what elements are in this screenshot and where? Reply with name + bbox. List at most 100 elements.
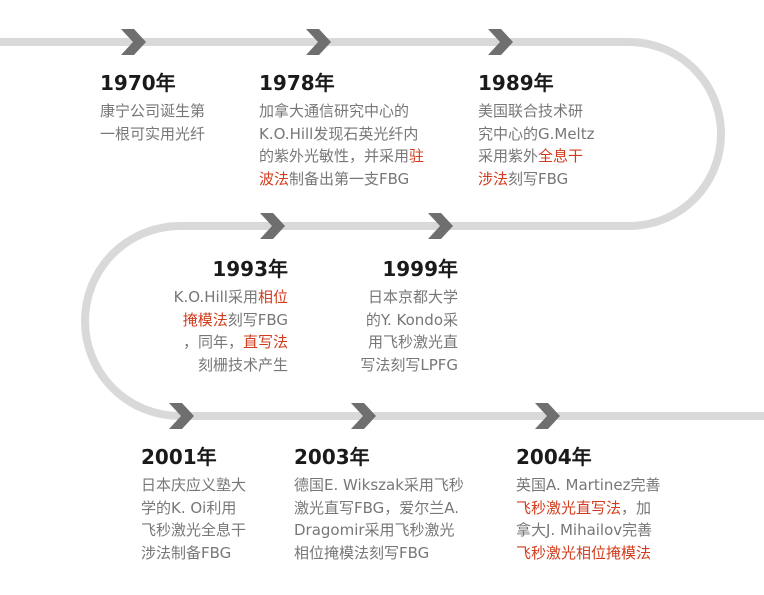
description-text: 相位掩模法刻写FBG (294, 543, 430, 562)
description-line: 拿大J. Mihailov完善 (516, 519, 661, 542)
description-line: 写法刻写LPFG (338, 354, 458, 377)
description-text: 美国联合技术研 (478, 102, 584, 120)
description-line: 掩模法刻写FBG (140, 309, 288, 332)
description-text: ，加 (621, 498, 652, 517)
highlight-text: 飞秒激光直写法 (516, 498, 622, 517)
highlight-text: 直写法 (242, 333, 288, 351)
description-line: ，同年，直写法 (140, 331, 288, 354)
description-line: 涉法刻写FBG (478, 168, 595, 191)
event-1993: 1993年 K.O.Hill采用相位掩模法刻写FBG，同年，直写法刻栅技术产生 (140, 256, 288, 376)
description-text: 写法刻写LPFG (360, 355, 458, 374)
description-text: 加拿大通信研究中心的 (259, 102, 410, 120)
description-line: 的Y. Kondo采 (338, 309, 458, 332)
description-line: 日本庆应义塾大 (141, 474, 246, 497)
event-year: 1993年 (212, 257, 288, 281)
description-line: 究中心的G.Meltz (478, 123, 595, 146)
highlight-text: 波法 (259, 169, 290, 188)
event-description: 日本京都大学的Y. Kondo采用飞秒激光直写法刻写LPFG (338, 286, 458, 376)
description-line: 美国联合技术研 (478, 100, 595, 123)
description-text: 日本京都大学 (367, 288, 458, 306)
description-line: 采用紫外全息干 (478, 145, 595, 168)
description-text: 采用紫外 (478, 147, 539, 165)
event-1970: 1970年 康宁公司诞生第一根可实用光纤 (100, 70, 205, 145)
event-description: K.O.Hill采用相位掩模法刻写FBG，同年，直写法刻栅技术产生 (140, 286, 288, 376)
description-text: 飞秒激光全息干 (141, 521, 247, 539)
event-2001: 2001年 日本庆应义塾大学的K. Oi利用飞秒激光全息干涉法制备FBG (141, 444, 246, 564)
description-line: Dragomir采用飞秒激光 (294, 519, 464, 542)
description-line: 日本京都大学 (338, 286, 458, 309)
event-2004: 2004年 英国A. Martinez完善飞秒激光直写法，加拿大J. Mihai… (516, 444, 661, 564)
chevron-right-icon (306, 29, 331, 55)
description-text: 的Y. Kondo采 (365, 310, 458, 329)
description-text: 究中心的G.Meltz (478, 124, 595, 143)
highlight-text: 飞秒激光相位掩模法 (516, 543, 652, 562)
description-line: 波法制备出第一支FBG (259, 168, 424, 191)
description-text: K.O.Hill发现石英光纤内 (259, 124, 419, 143)
chevron-right-icon (169, 403, 194, 429)
chevron-right-icon (351, 403, 376, 429)
description-text: K.O.Hill采用 (173, 288, 258, 306)
description-text: Dragomir采用飞秒激光 (294, 521, 455, 539)
description-text: ，同年， (182, 333, 243, 351)
event-year: 2003年 (294, 445, 370, 469)
highlight-text: 涉法 (478, 169, 509, 188)
description-line: 用飞秒激光直 (338, 331, 458, 354)
description-text: 日本庆应义塾大 (141, 476, 247, 494)
event-description: 康宁公司诞生第一根可实用光纤 (100, 100, 205, 145)
description-line: 康宁公司诞生第 (100, 100, 205, 123)
description-line: 一根可实用光纤 (100, 123, 205, 146)
event-year: 1978年 (259, 71, 335, 95)
event-description: 英国A. Martinez完善飞秒激光直写法，加拿大J. Mihailov完善飞… (516, 474, 661, 564)
description-line: K.O.Hill采用相位 (140, 286, 288, 309)
description-text: 激光直写FBG，爱尔兰A. (294, 498, 460, 517)
description-text: 康宁公司诞生第 (100, 102, 206, 120)
description-text: 德国E. Wikszak采用飞秒 (294, 476, 464, 494)
description-line: K.O.Hill发现石英光纤内 (259, 123, 424, 146)
description-text: 学的K. Oi利用 (141, 498, 237, 517)
event-year: 1970年 (100, 71, 176, 95)
description-line: 激光直写FBG，爱尔兰A. (294, 497, 464, 520)
description-text: 用飞秒激光直 (367, 333, 458, 351)
description-line: 涉法制备FBG (141, 542, 246, 565)
description-text: 制备出第一支FBG (289, 169, 410, 188)
event-year: 2004年 (516, 445, 592, 469)
description-line: 加拿大通信研究中心的 (259, 100, 424, 123)
timeline-path (0, 38, 764, 420)
description-line: 相位掩模法刻写FBG (294, 542, 464, 565)
chevron-right-icon (121, 29, 146, 55)
description-text: 一根可实用光纤 (100, 124, 206, 143)
description-text: 刻栅技术产生 (197, 355, 288, 374)
chevron-right-icon (488, 29, 513, 55)
description-line: 飞秒激光全息干 (141, 519, 246, 542)
description-line: 学的K. Oi利用 (141, 497, 246, 520)
event-year: 1999年 (382, 257, 458, 281)
event-2003: 2003年 德国E. Wikszak采用飞秒激光直写FBG，爱尔兰A. Drago… (294, 444, 464, 564)
chevron-right-icon (535, 403, 560, 429)
highlight-text: 驻 (409, 147, 425, 165)
description-text: 涉法制备FBG (141, 543, 232, 562)
description-line: 飞秒激光相位掩模法 (516, 542, 661, 565)
chevron-right-icon (428, 213, 453, 239)
event-year: 1989年 (478, 71, 554, 95)
description-line: 英国A. Martinez完善 (516, 474, 661, 497)
description-line: 刻栅技术产生 (140, 354, 288, 377)
description-text: 英国A. Martinez完善 (516, 476, 661, 494)
event-description: 德国E. Wikszak采用飞秒激光直写FBG，爱尔兰A. Dragomir采用飞… (294, 474, 464, 564)
highlight-text: 全息干 (538, 147, 584, 165)
highlight-text: 相位 (257, 288, 288, 306)
chevron-right-icon (260, 213, 285, 239)
description-text: 拿大J. Mihailov完善 (516, 521, 653, 539)
event-description: 日本庆应义塾大学的K. Oi利用飞秒激光全息干涉法制备FBG (141, 474, 246, 564)
description-text: 的紫外光敏性，并采用 (259, 147, 410, 165)
highlight-text: 掩模法 (182, 310, 228, 329)
event-1999: 1999年 日本京都大学的Y. Kondo采用飞秒激光直写法刻写LPFG (338, 256, 458, 376)
description-text: 刻写FBG (227, 310, 288, 329)
description-text: 刻写FBG (508, 169, 569, 188)
description-line: 德国E. Wikszak采用飞秒 (294, 474, 464, 497)
description-line: 的紫外光敏性，并采用驻 (259, 145, 424, 168)
